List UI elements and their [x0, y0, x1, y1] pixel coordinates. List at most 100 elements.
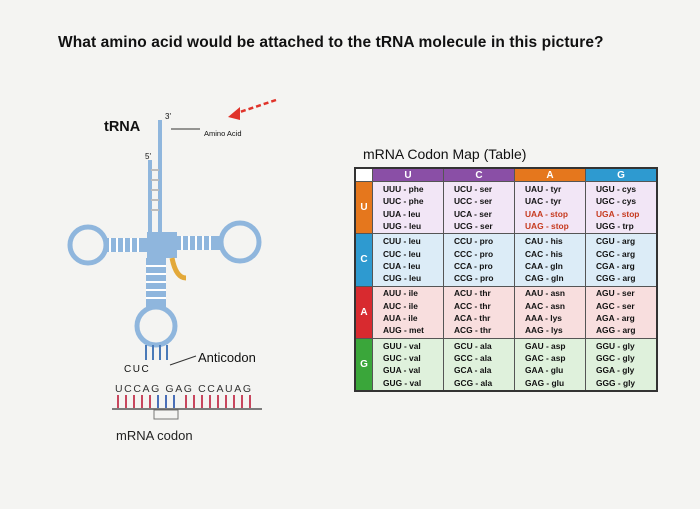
codon-entry: GUU - val: [383, 340, 421, 351]
codon-entry: AUU - ile: [383, 288, 418, 299]
d-arm: [67, 224, 148, 266]
column-header-c: C: [443, 169, 514, 181]
codon-entry: AUG - met: [383, 325, 424, 336]
codon-entry: CCC - pro: [454, 248, 494, 259]
codon-entry: AUC - ile: [383, 300, 418, 311]
mrna-strand: [112, 395, 262, 420]
codon-entry: UAU - tyr: [525, 183, 562, 194]
codon-entry: ACA - thr: [454, 313, 491, 324]
codon-entry: CCG - pro: [454, 273, 494, 284]
codon-entry: CCA - pro: [454, 260, 493, 271]
codon-entry: UUU - phe: [383, 183, 424, 194]
codon-entry: GAA - glu: [525, 365, 564, 376]
codon-entry: CAA - gln: [525, 260, 563, 271]
codon-entry: GUG - val: [383, 377, 422, 388]
codon-entry: UCG - ser: [454, 220, 493, 231]
codon-entry: UGG - trp: [596, 220, 634, 231]
codon-entry: CAG - gln: [525, 273, 564, 284]
codon-entry: CUU - leu: [383, 236, 421, 247]
column-header-a: A: [514, 169, 585, 181]
codon-entry: GCU - ala: [454, 340, 492, 351]
mrna-codon-label: mRNA codon: [116, 428, 193, 443]
codon-entry: ACG - thr: [454, 325, 492, 336]
row-header-c: C: [356, 233, 372, 286]
codon-entry: AAG - lys: [525, 325, 563, 336]
codon-entry: CGC - arg: [596, 248, 636, 259]
codon-entry: GGG - gly: [596, 377, 636, 388]
red-arrow-icon: [228, 98, 277, 120]
row-header-g: G: [356, 337, 372, 390]
anticodon-arm: [134, 258, 178, 348]
codon-entry: UGA - stop: [596, 208, 640, 219]
codon-entry: CAU - his: [525, 236, 563, 247]
codon-entry: UAC - tyr: [525, 196, 562, 207]
codon-entry: UUG - leu: [383, 220, 422, 231]
codon-entry: CGA - arg: [596, 260, 635, 271]
codon-entry: GCC - ala: [454, 353, 492, 364]
codon-entry: GCA - ala: [454, 365, 492, 376]
codon-entry: CUC - leu: [383, 248, 421, 259]
codon-entry: UGC - cys: [596, 196, 637, 207]
codon-entry: AGA - arg: [596, 313, 635, 324]
codon-entry: GGU - gly: [596, 340, 635, 351]
codon-entry: ACU - thr: [454, 288, 491, 299]
trna-label: tRNA: [104, 119, 141, 135]
acceptor-stem: [148, 120, 162, 240]
column-header-u: U: [372, 169, 443, 181]
codon-entry: UCU - ser: [454, 183, 493, 194]
row-header-a: A: [356, 285, 372, 338]
three-prime-label: 3': [165, 112, 171, 121]
codon-entry: GAC - asp: [525, 353, 566, 364]
codon-map-title: mRNA Codon Map (Table): [363, 146, 527, 162]
codon-entry: AGU - ser: [596, 288, 635, 299]
codon-entry: AAC - asn: [525, 300, 566, 311]
codon-entry: CAC - his: [525, 248, 563, 259]
codon-entry: CUA - leu: [383, 260, 421, 271]
t-arm: [175, 220, 262, 264]
mrna-sequence: UCCAG GAG CCAUAG: [115, 383, 253, 395]
codon-entry: UUA - leu: [383, 208, 421, 219]
codon-entry: GGA - gly: [596, 365, 635, 376]
codon-entry: GCG - ala: [454, 377, 493, 388]
codon-entry: GUA - val: [383, 365, 421, 376]
anticodon-sequence: CUC: [124, 364, 151, 375]
variable-loop: [169, 257, 187, 281]
codon-entry: AGG - arg: [596, 325, 636, 336]
codon-entry: AAA - lys: [525, 313, 562, 324]
codon-entry: AUA - ile: [383, 313, 418, 324]
codon-entry: UUC - phe: [383, 196, 424, 207]
codon-entry: GAU - asp: [525, 340, 566, 351]
codon-entry: UGU - cys: [596, 183, 637, 194]
anticodon-label: Anticodon: [198, 350, 256, 365]
junction: [147, 232, 177, 258]
codon-entry: AGC - ser: [596, 300, 635, 311]
codon-entry: UCA - ser: [454, 208, 492, 219]
codon-entry: CUG - leu: [383, 273, 422, 284]
question-text: What amino acid would be attached to the…: [58, 34, 604, 51]
codon-entry: UAA - stop: [525, 208, 568, 219]
codon-entry: ACC - thr: [454, 300, 491, 311]
column-header-g: G: [585, 169, 656, 181]
five-prime-label: 5': [145, 152, 151, 161]
codon-entry: CCU - pro: [454, 236, 494, 247]
amino-acid-label: Amino Acid: [204, 129, 242, 138]
codon-entry: UCC - ser: [454, 196, 493, 207]
